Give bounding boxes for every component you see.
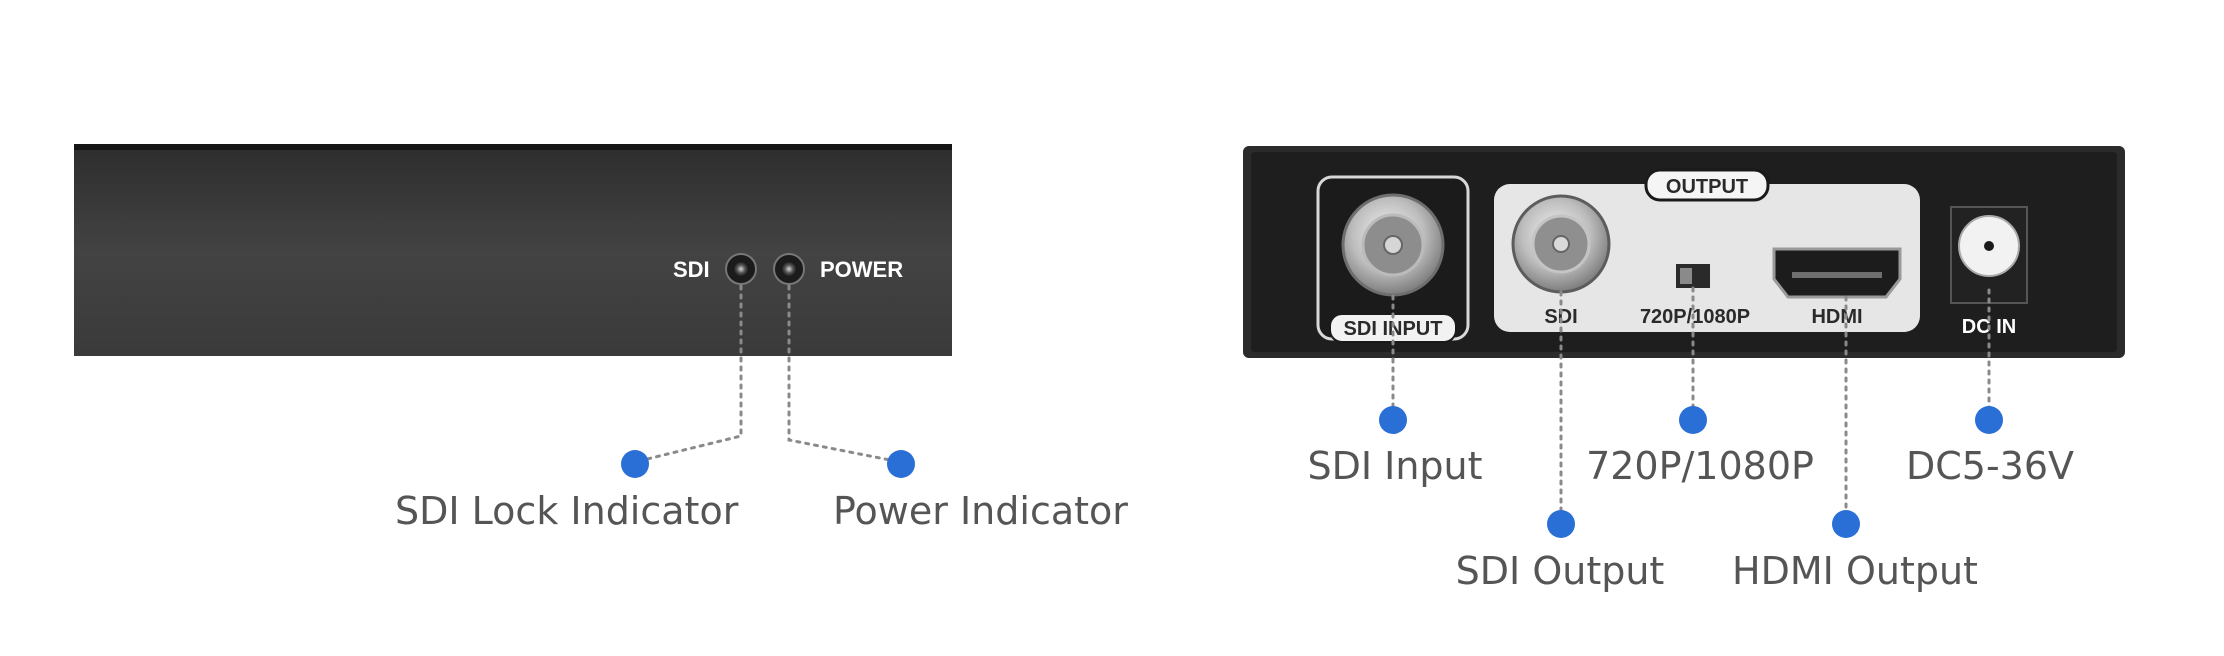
front-callouts: SDI Lock Indicator Power Indicator bbox=[395, 284, 1128, 533]
sdi-lock-callout-dot bbox=[621, 450, 649, 478]
power-callout-dot bbox=[887, 450, 915, 478]
sdi-output-port-label: SDI bbox=[1544, 306, 1577, 328]
dc-power-callout-label: DC5-36V bbox=[1906, 444, 2074, 488]
power-leader-line bbox=[787, 284, 902, 464]
hdmi-output-port: HDMI bbox=[1772, 247, 1902, 328]
sdi-output-callout-label: SDI Output bbox=[1456, 549, 1665, 593]
front-panel-body bbox=[74, 150, 952, 356]
sdi-lock-led bbox=[725, 253, 757, 285]
output-group-label: OUTPUT bbox=[1666, 176, 1748, 198]
front-panel: SDI POWER bbox=[74, 144, 952, 356]
sdi-output-callout-dot bbox=[1547, 510, 1575, 538]
sdi-input-port: SDI INPUT bbox=[1316, 175, 1470, 343]
power-led bbox=[773, 253, 805, 285]
resolution-switch-callout-label: 720P/1080P bbox=[1586, 444, 1814, 488]
dc-power-callout-dot bbox=[1975, 406, 2003, 434]
resolution-switch-label: 720P/1080P bbox=[1640, 306, 1750, 328]
led-sdi-label: SDI bbox=[673, 257, 710, 282]
power-indicator-label: Power Indicator bbox=[833, 489, 1128, 533]
resolution-switch: 720P/1080P bbox=[1640, 264, 1750, 328]
rear-panel: SDI INPUT OUTPUT SDI 720P/1080P HDMI bbox=[1243, 146, 2125, 358]
hdmi-port-label: HDMI bbox=[1811, 306, 1862, 328]
sdi-input-port-label: SDI INPUT bbox=[1344, 318, 1443, 340]
front-panel-top-edge bbox=[74, 144, 952, 152]
sdi-output-port: SDI bbox=[1511, 194, 1611, 328]
resolution-switch-callout-dot bbox=[1679, 406, 1707, 434]
rear-callouts: SDI Input SDI Output 720P/1080P HDMI Out… bbox=[1307, 286, 2074, 593]
hdmi-output-callout-label: HDMI Output bbox=[1732, 549, 1978, 593]
output-group: OUTPUT SDI 720P/1080P HDMI bbox=[1494, 168, 1920, 332]
resolution-switch-toggle bbox=[1680, 268, 1692, 284]
sdi-input-callout-label: SDI Input bbox=[1307, 444, 1482, 488]
hdmi-output-callout-dot bbox=[1832, 510, 1860, 538]
led-power-label: POWER bbox=[820, 257, 903, 282]
sdi-lock-indicator-label: SDI Lock Indicator bbox=[395, 489, 739, 533]
output-group-pill bbox=[1644, 168, 1770, 202]
dc-in-port: DC IN bbox=[1950, 206, 2028, 338]
sdi-input-callout-dot bbox=[1379, 406, 1407, 434]
